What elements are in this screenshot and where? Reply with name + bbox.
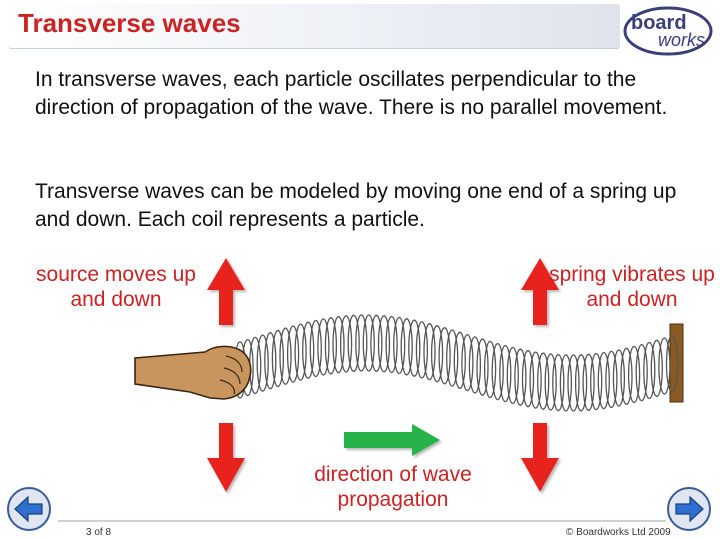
spring-coil <box>468 336 482 394</box>
title-bar <box>8 4 620 49</box>
page-title: Transverse waves <box>18 8 241 38</box>
spring-coil <box>408 319 421 377</box>
source-label: source moves up and down <box>36 263 196 311</box>
spring-coil <box>476 338 489 396</box>
spring-coil <box>506 346 519 405</box>
spring-coil <box>377 315 391 373</box>
spring-coil <box>514 348 527 406</box>
spring-coil <box>294 323 307 381</box>
spring-coil <box>559 354 573 412</box>
spring-coil <box>658 337 671 395</box>
spring-coils <box>233 314 679 412</box>
spring-label: spring vibrates up and down <box>549 263 715 311</box>
intro-paragraph: In transverse waves, each particle oscil… <box>35 68 668 119</box>
spring-coil <box>620 347 633 405</box>
boardworks-logo: board works <box>623 6 713 56</box>
prev-slide-button[interactable] <box>6 486 52 532</box>
spring-coil <box>317 318 330 376</box>
spring-coil <box>627 345 641 404</box>
slide-number: 3 of 8 <box>86 527 112 538</box>
spring-coil <box>612 349 626 407</box>
spring-coil <box>286 325 300 383</box>
copyright-text: © Boardworks Ltd 2009 <box>566 527 671 538</box>
next-slide-button[interactable] <box>666 486 712 532</box>
spring-coil <box>483 340 497 399</box>
direction-label: direction of wave propagation <box>314 463 472 511</box>
spring-coil <box>370 314 383 372</box>
spring-down-arrow <box>521 423 559 492</box>
spring-coil <box>544 353 557 411</box>
spring-coil <box>423 323 436 381</box>
arrow-left-icon <box>14 495 43 523</box>
spring-coil <box>567 354 580 412</box>
spring-coil <box>635 343 648 402</box>
source-up-arrow <box>207 258 245 325</box>
spring-coil <box>499 344 512 403</box>
spring-coil <box>597 351 610 410</box>
source-down-arrow <box>207 423 245 492</box>
spring-coil <box>355 314 368 372</box>
spring-coil <box>279 327 292 385</box>
spring-coil <box>446 329 459 387</box>
spring-coil <box>552 353 565 412</box>
spring-coil <box>590 352 603 411</box>
spring-coil <box>491 342 504 401</box>
spring-coil <box>415 321 429 379</box>
spring-up-arrow <box>521 258 559 325</box>
spring-coil <box>400 318 413 376</box>
spring-coil <box>256 334 269 392</box>
spring-coil <box>385 315 398 374</box>
spring-coil <box>529 351 542 409</box>
spring-coil <box>461 333 474 392</box>
spring-coil <box>453 331 466 389</box>
spring-coil <box>264 332 277 390</box>
propagation-arrow <box>344 424 440 456</box>
spring-coil <box>324 317 338 375</box>
spring-coil <box>605 350 618 409</box>
arrow-right-icon <box>675 495 704 523</box>
spring-coil <box>332 316 345 374</box>
spring-coil <box>302 321 315 379</box>
spring-coil <box>362 314 375 372</box>
spring-coil <box>582 353 595 411</box>
spring-coil <box>393 316 406 375</box>
hand <box>134 345 252 400</box>
spring-coil <box>665 335 679 393</box>
spring-coil <box>271 329 285 388</box>
spring-coil <box>521 350 535 408</box>
spring-coil <box>650 339 663 397</box>
logo-word-board: board <box>631 12 687 34</box>
spring-coil <box>339 315 353 373</box>
model-paragraph: Transverse waves can be modeled by movin… <box>35 180 677 231</box>
spring-coil <box>430 325 444 383</box>
logo-word-works: works <box>658 30 705 50</box>
spring-coil <box>643 341 656 400</box>
spring-coil <box>537 352 550 410</box>
spring-coil <box>347 314 360 372</box>
spring-coil <box>574 354 588 412</box>
spring-coil <box>309 319 322 378</box>
spring-coil <box>438 327 451 385</box>
